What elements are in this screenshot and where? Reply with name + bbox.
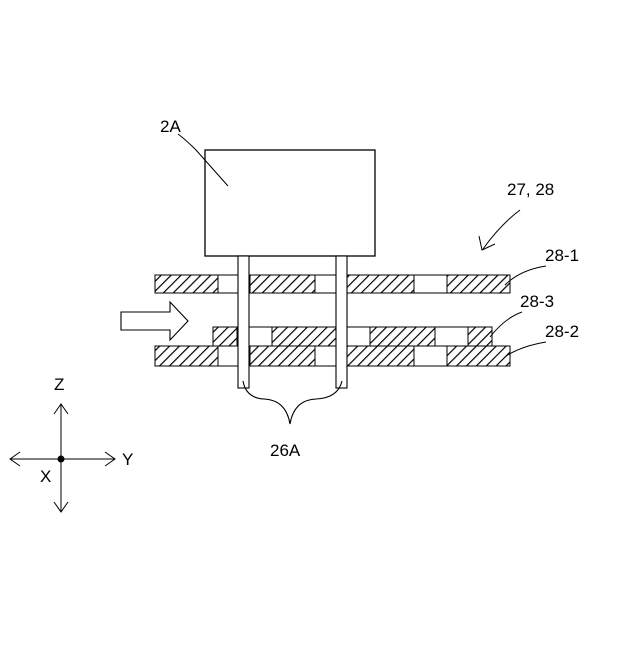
layer-top-label: 28-1 (545, 246, 579, 265)
layer-bottom-label: 28-2 (545, 322, 579, 341)
component-label: 2A (160, 117, 181, 136)
layer-top-leader (505, 266, 546, 285)
layer-28-1 (155, 275, 510, 293)
probe-right (336, 256, 347, 388)
assembly-pointer-line (483, 210, 520, 249)
axis-y-label: Y (122, 450, 133, 469)
brace-icon (243, 381, 342, 424)
component-box (205, 150, 375, 256)
layer-bottom-leader (506, 342, 546, 356)
probes-label: 26A (270, 441, 301, 460)
axis-x-label: X (40, 467, 51, 486)
assembly-label: 27, 28 (507, 180, 554, 199)
layer-middle-label: 28-3 (520, 292, 554, 311)
origin-dot (58, 456, 65, 463)
layer-28-2 (155, 346, 510, 366)
layer-middle-leader (490, 312, 522, 337)
probe-left (238, 256, 249, 388)
axis-z-label: Z (54, 375, 64, 394)
layer-28-3 (213, 327, 492, 346)
arrow-icon (121, 302, 188, 340)
axis-arrow-icon (10, 404, 115, 512)
